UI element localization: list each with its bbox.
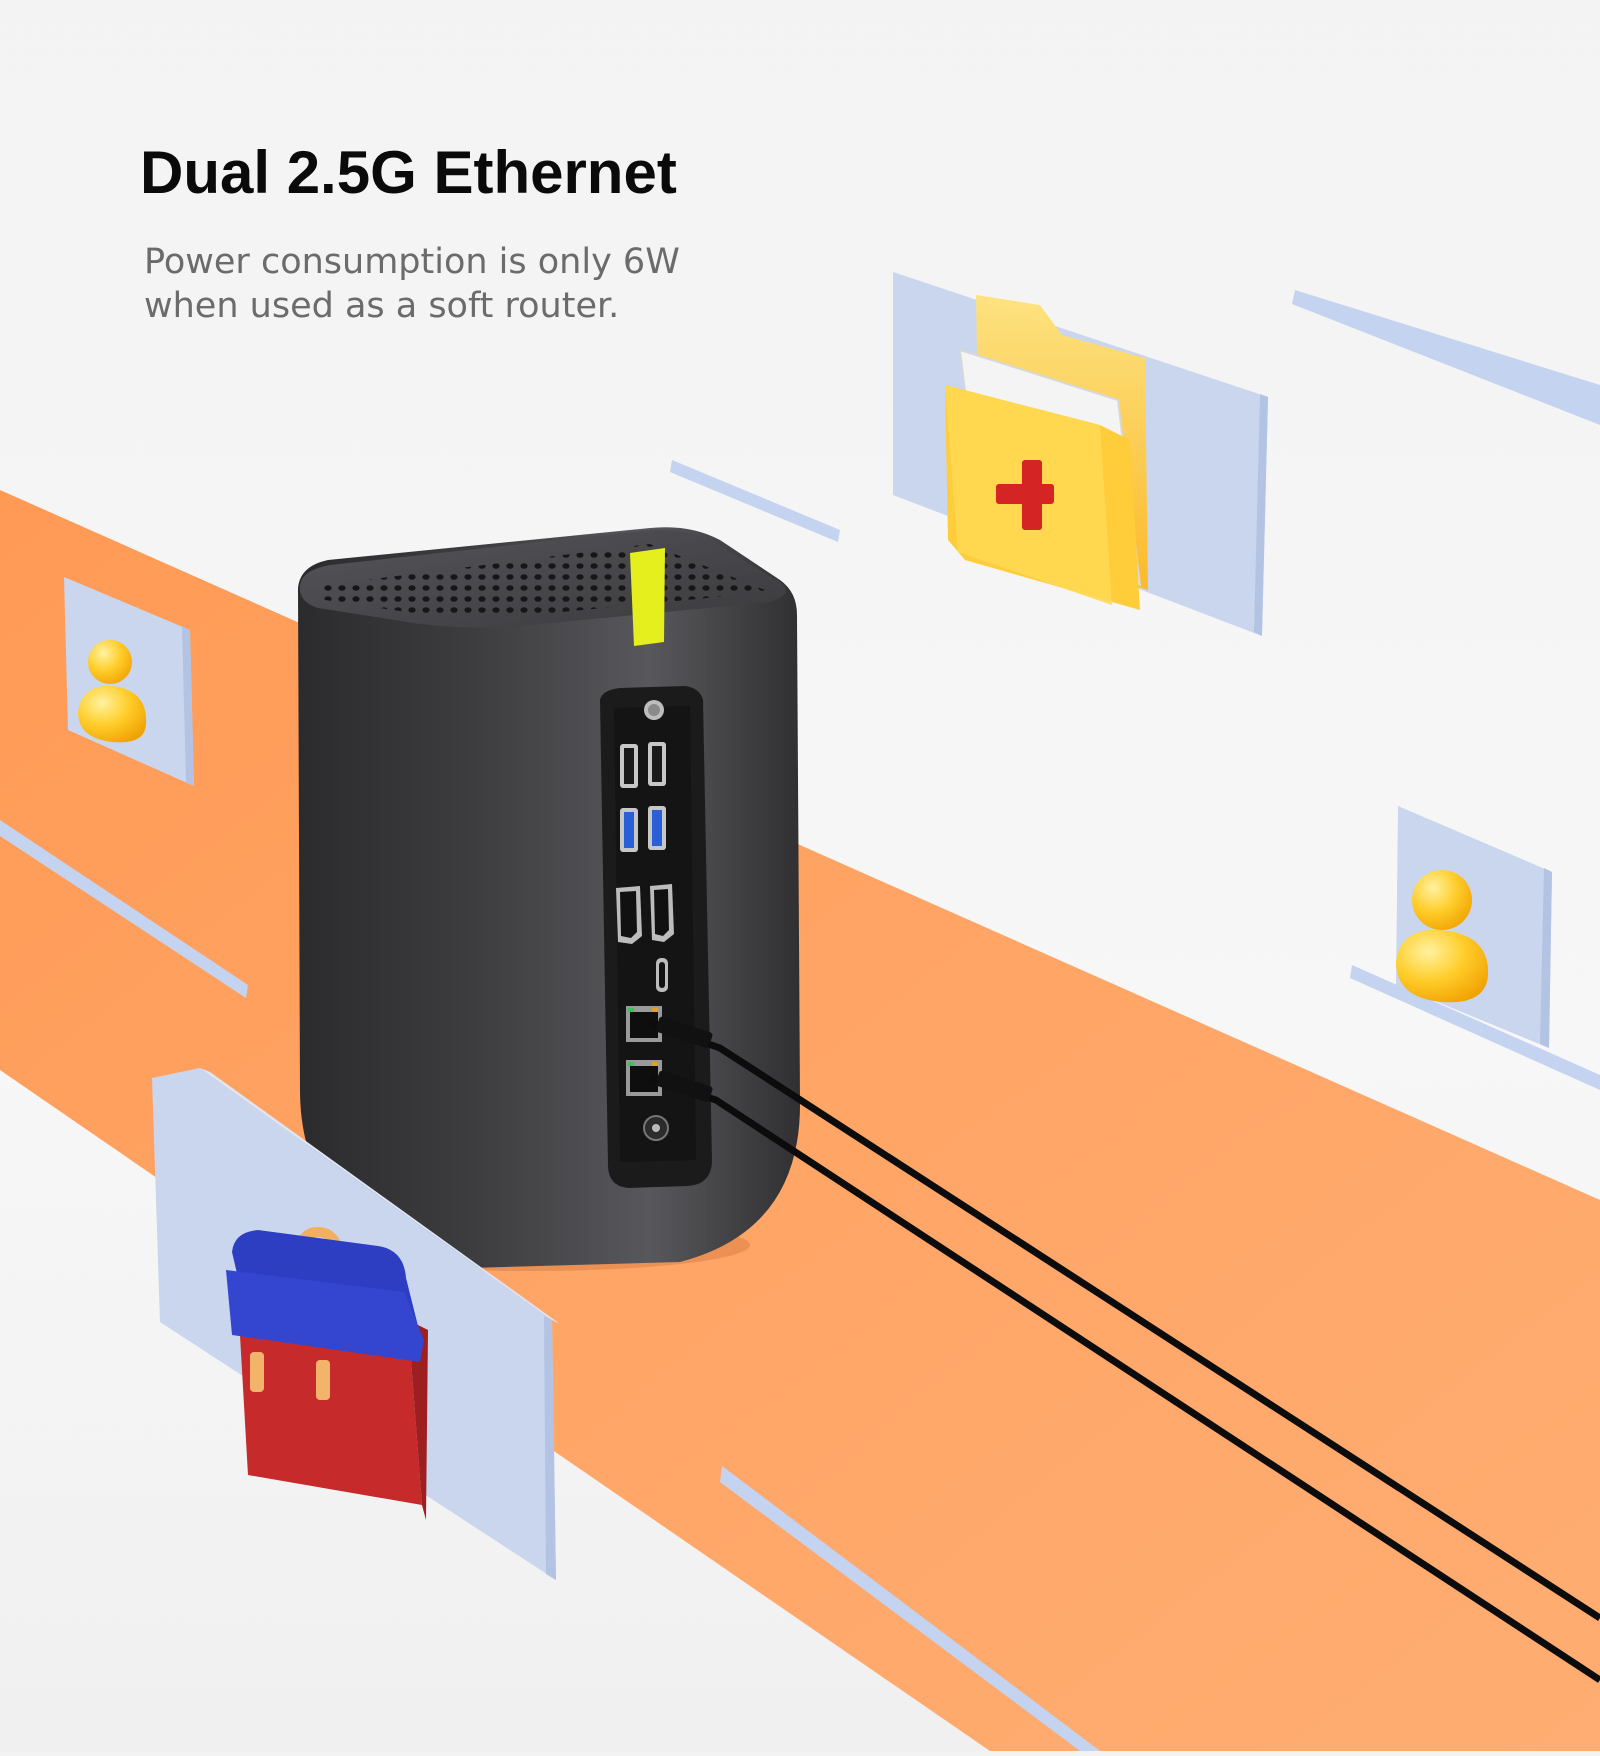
blue-strip xyxy=(1292,290,1600,425)
page-subtitle: Power consumption is only 6W when used a… xyxy=(144,240,784,328)
blue-strip xyxy=(0,820,248,998)
blue-strip xyxy=(670,460,840,542)
panel xyxy=(1396,806,1552,1048)
user-icon xyxy=(1396,870,1489,1003)
blue-strip xyxy=(720,1466,1100,1751)
yellow-tab xyxy=(630,548,665,646)
subtitle-line-2: when used as a soft router. xyxy=(144,286,620,326)
user-icon xyxy=(78,640,147,743)
ethernet-cables xyxy=(648,1016,1600,1683)
page-title: Dual 2.5G Ethernet xyxy=(140,139,677,206)
subtitle-line-1: Power consumption is only 6W xyxy=(144,242,680,282)
mini-pc-device xyxy=(298,527,801,1268)
blue-strip xyxy=(1350,965,1600,1090)
briefcase-icon xyxy=(226,1226,428,1520)
folder-medical-icon xyxy=(945,295,1148,610)
